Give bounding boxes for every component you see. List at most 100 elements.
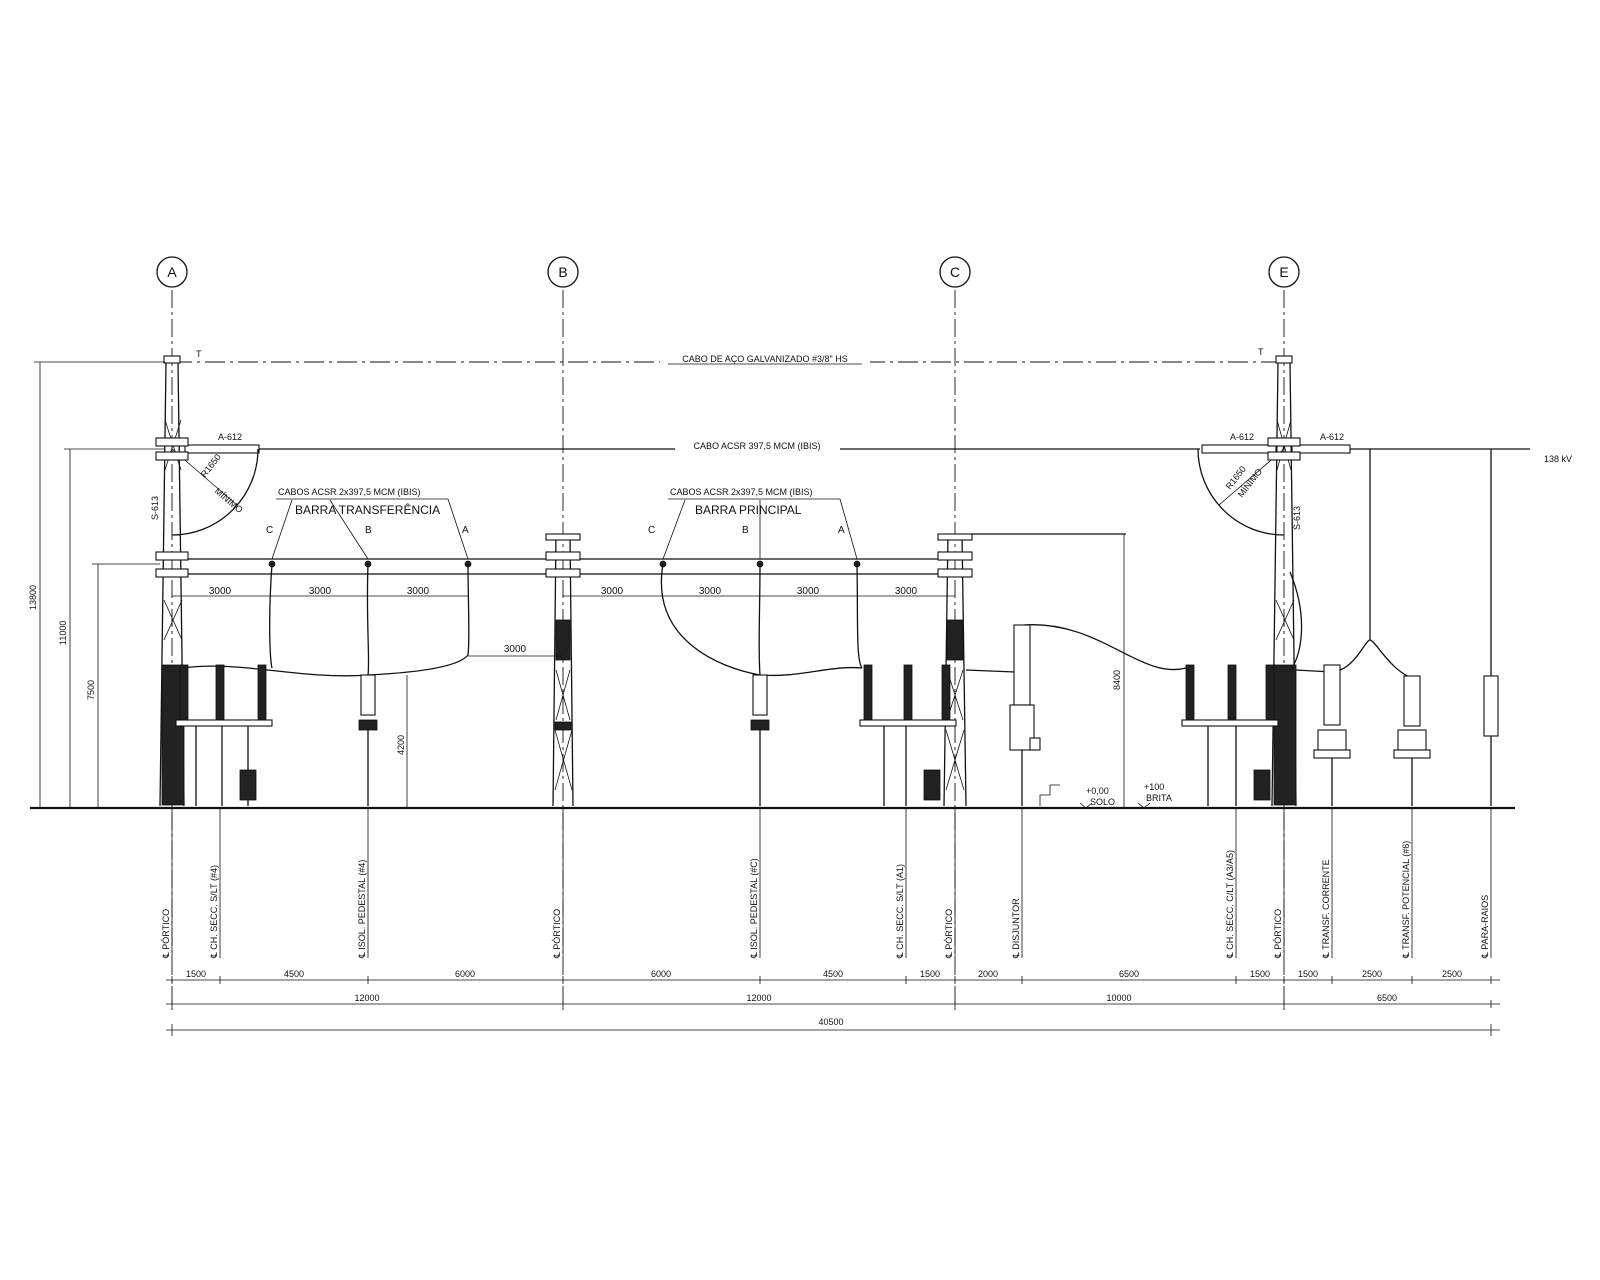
axis-bubble-e: E (1268, 256, 1300, 288)
portal-b (545, 533, 581, 807)
portal-columns: S-613 S-613 (150, 355, 1302, 807)
phase-clamps: 3000 3000 3000 3000 3000 3000 3000 3000 (172, 560, 955, 657)
dim-7500: 7500 (86, 680, 96, 700)
ground-level: +0,00 (1086, 786, 1109, 796)
gravel-level-note: BRITA (1146, 793, 1172, 803)
phase-spacing-4: 3000 (601, 586, 624, 597)
dim-row1-2: 4500 (284, 969, 304, 979)
pedestal-insulator-2 (750, 674, 770, 806)
dim-row1-12: 2500 (1442, 969, 1462, 979)
dim-row1-1: 1500 (186, 969, 206, 979)
dim-8400: 8400 (1112, 670, 1122, 690)
shield-tag-right: T (1258, 347, 1264, 357)
drop-spacing: 3000 (504, 644, 527, 655)
current-transformer (1313, 664, 1351, 806)
droppers (181, 563, 1413, 679)
dim-4200: 4200 (396, 735, 406, 755)
shield-tag-left: T (196, 349, 202, 359)
dim-row2-1: 12000 (354, 993, 379, 1003)
bus-main-phase-b: B (742, 525, 749, 536)
dim-11000: 11000 (58, 621, 68, 645)
radius-left: R1650 (199, 452, 223, 479)
dim-row1-10: 1500 (1298, 969, 1318, 979)
dim-row1-8: 6500 (1119, 969, 1139, 979)
dimension-chain-1: 1500 4500 6000 6000 4500 1500 2000 6500 … (166, 969, 1500, 984)
equipment-label-2: ℄ CH. SECC. S/LT (#4) (209, 865, 219, 959)
phase-spacing-1: 3000 (209, 586, 232, 597)
shield-wire-label: CABO DE AÇO GALVANIZADO #3/8" HS (682, 354, 847, 364)
equipment-drawings (175, 624, 1499, 806)
insulator-label-left: A-612 (218, 432, 242, 442)
axis-bubble-b: B (547, 256, 579, 288)
insulator-label-right-1: A-612 (1230, 432, 1254, 442)
phase-spacing-3: 3000 (407, 586, 430, 597)
bus-main-name: BARRA PRINCIPAL (695, 503, 802, 517)
phase-spacing-5: 3000 (699, 586, 722, 597)
main-conductor: CABO ACSR 397,5 MCM (IBIS) 138 kV A-612 … (184, 432, 1572, 676)
shield-wire: T T CABO DE AÇO GALVANIZADO #3/8" HS (172, 347, 1284, 365)
dim-13800: 13800 (28, 585, 38, 610)
surge-arrester (1483, 675, 1499, 806)
equipment-label-1: ℄ PÓRTICO (161, 909, 171, 959)
axis-bubble-a: A (156, 256, 188, 288)
insulator-label-right-2: A-612 (1320, 432, 1344, 442)
equipment-label-8: ℄ DISJUNTOR (1011, 898, 1021, 959)
dim-row2-3: 10000 (1106, 993, 1131, 1003)
dim-row1-4: 6000 (651, 969, 671, 979)
portal-e: S-613 (1267, 355, 1302, 807)
axis-label-a: A (167, 264, 177, 280)
axis-bubble-c: C (939, 256, 971, 288)
dim-row2-4: 6500 (1377, 993, 1397, 1003)
ground-level-note: SOLO (1090, 797, 1115, 807)
dim-row1-6: 1500 (920, 969, 940, 979)
equipment-label-12: ℄ TRANSF. POTENCIAL (#6) (1401, 841, 1411, 959)
dim-row1-9: 1500 (1250, 969, 1270, 979)
breaker (1009, 624, 1060, 806)
post-tag-right: S-613 (1292, 506, 1302, 530)
equipment-label-11: ℄ TRANSF. CORRENTE (1321, 859, 1331, 959)
bus-transfer-phase-c: C (266, 525, 273, 536)
pedestal-insulator-1 (358, 674, 378, 806)
bus-transfer-phase-a: A (462, 525, 469, 536)
main-conductor-label: CABO ACSR 397,5 MCM (IBIS) (693, 441, 820, 451)
axis-label-e: E (1279, 264, 1288, 280)
bus-main-cable: CABOS ACSR 2x397,5 MCM (IBIS) (670, 487, 813, 497)
bus-transfer-labels: CABOS ACSR 2x397,5 MCM (IBIS) BARRA TRAN… (266, 487, 469, 560)
phase-spacing-7: 3000 (895, 586, 918, 597)
disconnect-switch-right (1181, 664, 1279, 806)
post-tag-left: S-613 (150, 496, 160, 520)
radius-left-note: MÍNIMO (213, 486, 245, 515)
axis-label-b: B (558, 264, 567, 280)
dim-row1-11: 2500 (1362, 969, 1382, 979)
ground-line: +0,00 SOLO +100 BRITA (30, 782, 1515, 810)
equipment-label-5: ℄ ISOL. PEDESTAL (#C) (749, 858, 759, 959)
equipment-label-9: ℄ CH. SECC. C/LT (A3/A5) (1225, 850, 1235, 959)
equipment-label-4: ℄ PÓRTICO (552, 909, 562, 959)
dimension-chain-2: 12000 12000 10000 6500 (166, 993, 1500, 1008)
dimension-total: 40500 (166, 1017, 1500, 1036)
equipment-label-6: ℄ CH. SECC. S/LT (A1) (895, 864, 905, 959)
equipment-label-13: ℄ PARA-RAIOS (1480, 895, 1490, 959)
phase-spacing-6: 3000 (797, 586, 820, 597)
bus-main-phase-c: C (648, 525, 655, 536)
phase-spacing-2: 3000 (309, 586, 332, 597)
dim-total: 40500 (818, 1017, 843, 1027)
bus-bars (188, 533, 1126, 575)
bus-transfer-cable: CABOS ACSR 2x397,5 MCM (IBIS) (278, 487, 421, 497)
dim-row1-3: 6000 (455, 969, 475, 979)
portal-c (937, 533, 973, 807)
portal-a: S-613 (150, 355, 189, 807)
disconnect-switch-center (859, 664, 957, 806)
bus-transfer-phase-b: B (365, 525, 372, 536)
dim-row1-7: 2000 (978, 969, 998, 979)
equipment-label-7: ℄ PÓRTICO (944, 909, 954, 959)
axis-label-c: C (950, 264, 960, 280)
bus-main-phase-a: A (838, 525, 845, 536)
dim-row2-2: 12000 (746, 993, 771, 1003)
bus-main-labels: CABOS ACSR 2x397,5 MCM (IBIS) BARRA PRIN… (648, 487, 858, 560)
equipment-labels: ℄ PÓRTICO ℄ CH. SECC. S/LT (#4) ℄ ISOL. … (161, 808, 1492, 959)
gravel-level: +100 (1144, 782, 1164, 792)
potential-transformer (1393, 675, 1431, 806)
axis-grid: A B C E (156, 256, 1300, 1010)
